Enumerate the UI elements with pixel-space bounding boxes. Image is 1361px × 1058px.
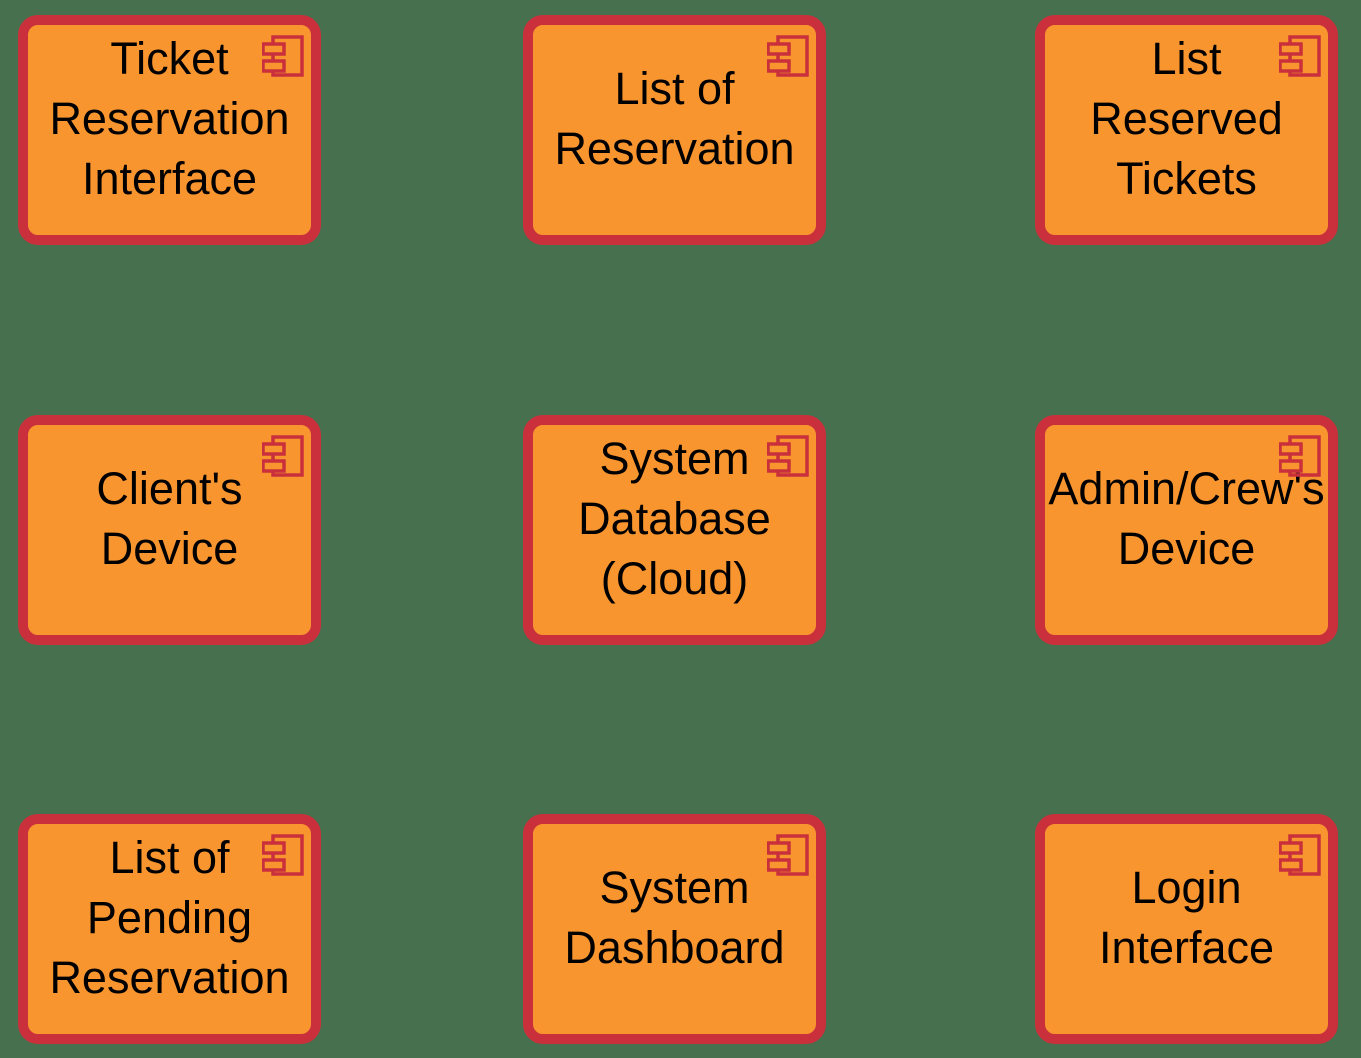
label-line: List: [1151, 33, 1222, 84]
label-line: Reserved: [1090, 93, 1283, 144]
uml-component-icon: [767, 435, 809, 477]
label-line: Reservation: [554, 123, 795, 174]
component-node-list-reserved-tickets[interactable]: List Reserved Tickets: [1035, 15, 1338, 245]
component-label: Client's Device: [28, 459, 311, 601]
component-label: Admin/Crew's Device: [1045, 459, 1328, 601]
uml-component-icon: [262, 834, 304, 876]
component-label: List of Reservation: [533, 59, 816, 201]
label-line: System: [599, 433, 750, 484]
component-node-system-database-cloud[interactable]: System Database (Cloud): [523, 415, 826, 645]
label-line: System: [599, 862, 750, 913]
label-line: Ticket: [110, 33, 229, 84]
label-line: Reservation: [49, 952, 290, 1003]
component-node-login-interface[interactable]: Login Interface: [1035, 814, 1338, 1044]
component-node-list-of-pending-reservation[interactable]: List of Pending Reservation: [18, 814, 321, 1044]
label-line: Device: [100, 523, 239, 574]
component-label: List Reserved Tickets: [1045, 29, 1328, 231]
uml-component-icon: [1279, 435, 1321, 477]
uml-component-icon: [1279, 35, 1321, 77]
uml-component-icon: [767, 35, 809, 77]
label-line: Dashboard: [564, 922, 785, 973]
component-label: Ticket Reservation Interface: [28, 29, 311, 231]
component-label: List of Pending Reservation: [28, 828, 311, 1030]
uml-component-icon: [767, 834, 809, 876]
component-label: System Dashboard: [533, 858, 816, 1000]
label-line: Interface: [81, 153, 258, 204]
component-node-system-dashboard[interactable]: System Dashboard: [523, 814, 826, 1044]
label-line: Interface: [1098, 922, 1275, 973]
component-node-ticket-reservation-interface[interactable]: Ticket Reservation Interface: [18, 15, 321, 245]
component-node-clients-device[interactable]: Client's Device: [18, 415, 321, 645]
label-line: Login: [1131, 862, 1242, 913]
uml-component-icon: [262, 435, 304, 477]
label-line: Pending: [86, 892, 253, 943]
component-label: Login Interface: [1045, 858, 1328, 1000]
uml-component-icon: [262, 35, 304, 77]
label-line: Device: [1117, 523, 1256, 574]
label-line: (Cloud): [600, 553, 749, 604]
component-node-admin-crews-device[interactable]: Admin/Crew's Device: [1035, 415, 1338, 645]
label-line: Reservation: [49, 93, 290, 144]
label-line: Client's: [96, 463, 243, 514]
label-line: Database: [578, 493, 771, 544]
label-line: List of: [614, 63, 735, 114]
label-line: List of: [109, 832, 230, 883]
uml-component-icon: [1279, 834, 1321, 876]
label-line: Tickets: [1116, 153, 1257, 204]
component-label: System Database (Cloud): [533, 429, 816, 631]
component-node-list-of-reservation[interactable]: List of Reservation: [523, 15, 826, 245]
